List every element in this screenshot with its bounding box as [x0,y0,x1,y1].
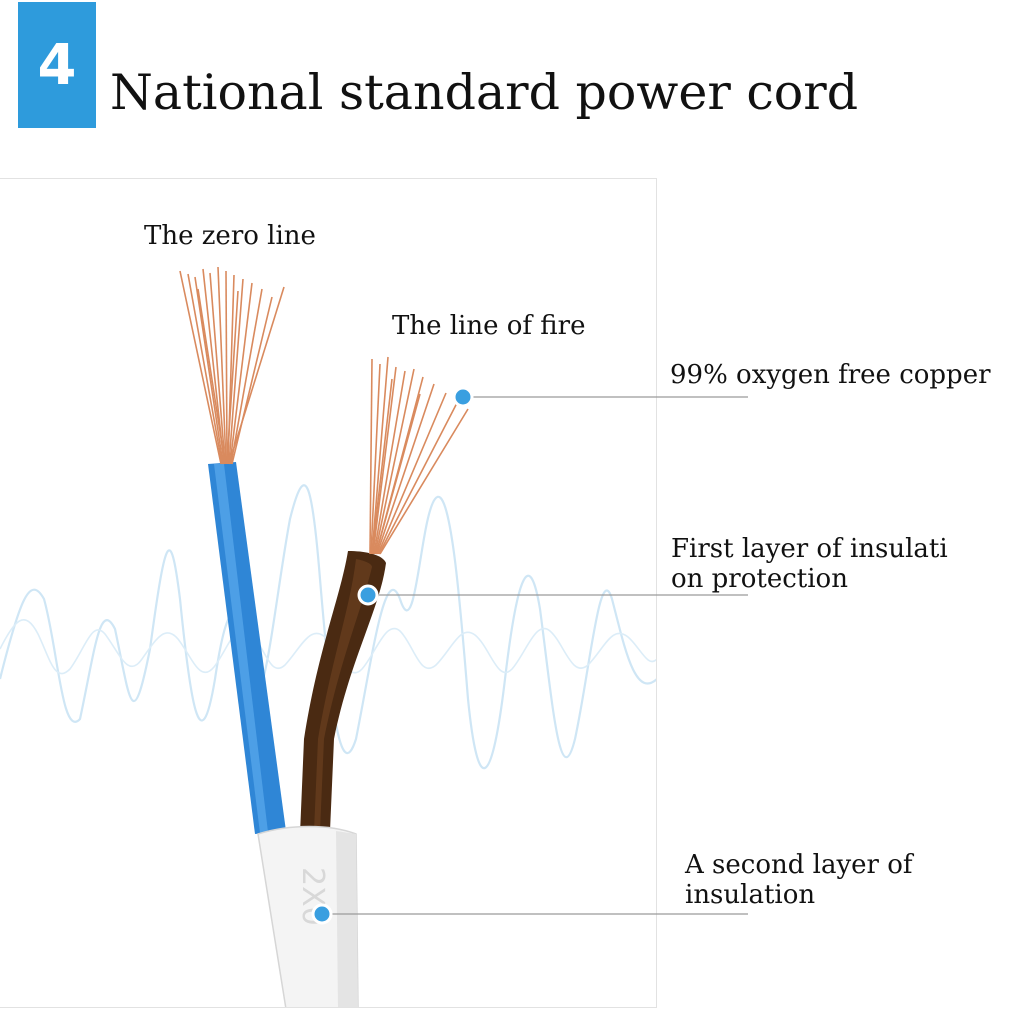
cable-illustration-panel: 2X0 [0,178,657,1008]
live-conductor [300,551,386,834]
second-insulation-label-line1: A second layer of [685,850,913,880]
second-insulation-label: A second layer of insulation [685,850,913,910]
zero-line-copper-strands [179,266,285,465]
first-insulation-label-line1: First layer of insulati [671,534,948,564]
outer-jacket-shadow [336,831,358,1007]
wave-pattern-large [0,484,656,770]
fire-line-copper-strands [369,356,469,555]
section-number-badge: 4 [18,2,96,128]
badge-number: 4 [37,32,77,98]
first-insulation-label-line2: on protection [671,564,848,594]
neutral-conductor-highlight [214,464,268,833]
wave-pattern-small [0,619,656,675]
page-title: National standard power cord [110,64,859,121]
first-insulation-label: First layer of insulati on protection [671,534,948,594]
copper-label: 99% oxygen free copper [670,360,991,390]
jacket-print: 2X0 [295,867,330,926]
zero-line-label: The zero line [144,221,316,251]
power-cord-illustration: 2X0 [0,266,656,1007]
fire-line-label: The line of fire [392,311,586,341]
second-insulation-label-line2: insulation [685,880,816,910]
